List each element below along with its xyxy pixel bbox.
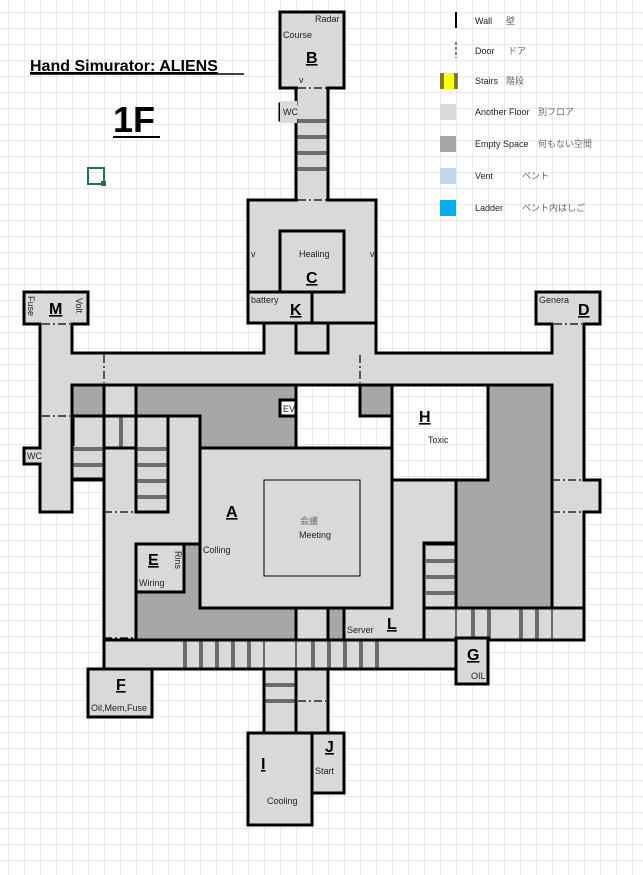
- vent-swatch: [440, 168, 456, 184]
- map-label: ベント: [522, 171, 549, 181]
- room-b[interactable]: [278, 10, 346, 90]
- map-shape: [553, 322, 583, 326]
- map-label: WC: [27, 451, 42, 461]
- map-shape: [102, 383, 138, 418]
- map-label: Wall: [475, 16, 492, 26]
- map-label: Colling: [203, 545, 231, 555]
- map-label: Radar: [315, 14, 340, 24]
- map-label: ドア: [508, 46, 526, 56]
- main-corridor: [22, 321, 602, 642]
- map-label: Fuse: [26, 296, 36, 316]
- map-label: Server: [347, 625, 374, 635]
- map-label: Rins: [173, 551, 183, 570]
- map-label: Oil,Mem,Fuse: [91, 703, 147, 713]
- room-j-label: J: [325, 739, 334, 756]
- room-f[interactable]: [86, 667, 154, 719]
- room-k-label: K: [290, 302, 302, 319]
- room-a[interactable]: [198, 446, 394, 610]
- ladder-swatch: [440, 200, 456, 216]
- map-label: 別フロア: [538, 107, 574, 117]
- map-label: Ladder: [475, 203, 503, 213]
- room-h-label: H: [419, 409, 431, 426]
- map-label: Wiring: [139, 578, 165, 588]
- map-shape: [296, 119, 328, 171]
- map-label: Genera: [539, 295, 569, 305]
- map-label: 会議: [300, 515, 318, 526]
- map-label: 壁: [506, 15, 515, 26]
- map-label: Door: [475, 46, 495, 56]
- room-j[interactable]: [310, 731, 346, 795]
- map-shape: [101, 181, 106, 186]
- map-shape: [136, 447, 168, 499]
- map-label: Vent: [475, 171, 494, 181]
- map-label: Cooling: [267, 796, 298, 806]
- elevator[interactable]: [278, 398, 298, 418]
- room-b-label: B: [306, 50, 318, 67]
- empty-space-swatch: [440, 136, 456, 152]
- map-label: ベント内はしご: [522, 202, 585, 213]
- room-d-label: D: [578, 302, 590, 319]
- map-label: Toxic: [428, 435, 449, 445]
- corridor-b-c: [294, 86, 330, 202]
- map-shape: [426, 544, 456, 595]
- map-label: Another Floor: [475, 107, 530, 117]
- map-label: Meeting: [299, 530, 331, 540]
- map-label: battery: [251, 295, 279, 305]
- empty-space: [326, 606, 346, 642]
- floor-label: 1F: [113, 99, 155, 140]
- map-shape: [183, 640, 379, 669]
- room-m-label: M: [49, 301, 62, 318]
- map-label: EV: [283, 404, 295, 414]
- bottom-corridor: [102, 638, 458, 671]
- map-label: Start: [315, 766, 335, 776]
- another-floor-swatch: [440, 104, 456, 120]
- map-shape: [72, 416, 123, 479]
- room-e-label: E: [148, 552, 159, 569]
- map-shape: [281, 105, 298, 119]
- stairs-icon: [440, 73, 456, 89]
- map-title: Hand Simurator: ALIENS: [30, 58, 218, 75]
- map-label: Empty Space: [475, 139, 529, 149]
- room-k[interactable]: [246, 290, 314, 325]
- map-shape: [41, 322, 71, 326]
- meeting-table[interactable]: [263, 479, 361, 577]
- map-shape: [264, 683, 296, 703]
- map-label: v: [251, 249, 256, 259]
- stairs: [422, 606, 586, 642]
- map-label: v: [370, 249, 375, 259]
- map-label: Volt: [74, 298, 84, 314]
- room-c-inner: [278, 229, 346, 294]
- empty-space: [358, 383, 394, 418]
- map-label: Course: [283, 30, 312, 40]
- map-label: 階段: [506, 75, 524, 86]
- map-label: Healing: [299, 249, 330, 259]
- map-shape: [455, 608, 553, 640]
- map-label: WC: [283, 107, 298, 117]
- room-l-label: L: [387, 616, 397, 633]
- room-a-label: A: [226, 504, 238, 521]
- room-i[interactable]: [246, 731, 314, 827]
- room-i-label: I: [261, 756, 265, 773]
- room-f-label: F: [116, 677, 126, 694]
- selected-cell[interactable]: [87, 167, 105, 185]
- map-label: 何もない空間: [538, 138, 592, 149]
- map-label: v: [299, 75, 304, 85]
- room-g-label: G: [467, 647, 479, 664]
- map-label: OIL: [471, 671, 486, 681]
- map-label: Stairs: [475, 76, 499, 86]
- empty-space: [70, 383, 106, 418]
- room-c-label: C: [306, 270, 318, 287]
